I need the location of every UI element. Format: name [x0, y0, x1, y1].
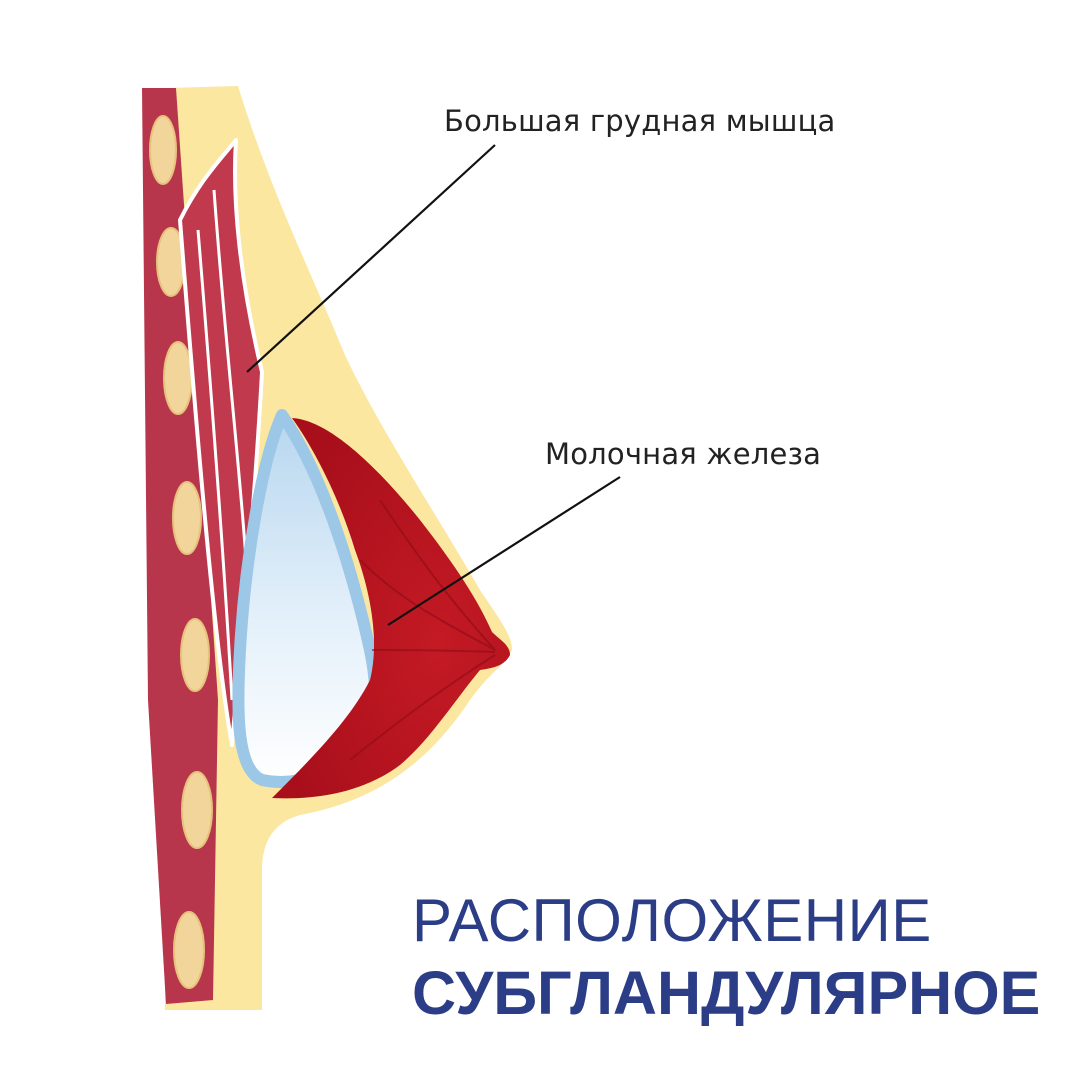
- rib: [149, 115, 177, 185]
- mammary-gland: [272, 418, 510, 799]
- label-mammary-gland: Молочная железа: [545, 437, 822, 471]
- rib: [173, 911, 205, 989]
- leader-line-muscle: [246, 144, 496, 373]
- label-pectoral-muscle: Большая грудная мышца: [444, 104, 836, 138]
- gland-ducts: [349, 499, 496, 761]
- rib: [180, 618, 210, 692]
- rib: [181, 771, 213, 849]
- caption-subtitle: СУБГЛАНДУЛЯРНОЕ: [412, 959, 1041, 1027]
- rib: [172, 481, 202, 555]
- leader-line-gland: [387, 476, 621, 626]
- muscle-fibers: [196, 189, 248, 701]
- ribs: [149, 115, 213, 989]
- rib: [163, 341, 193, 415]
- caption-title: РАСПОЛОЖЕНИЕ: [412, 887, 932, 954]
